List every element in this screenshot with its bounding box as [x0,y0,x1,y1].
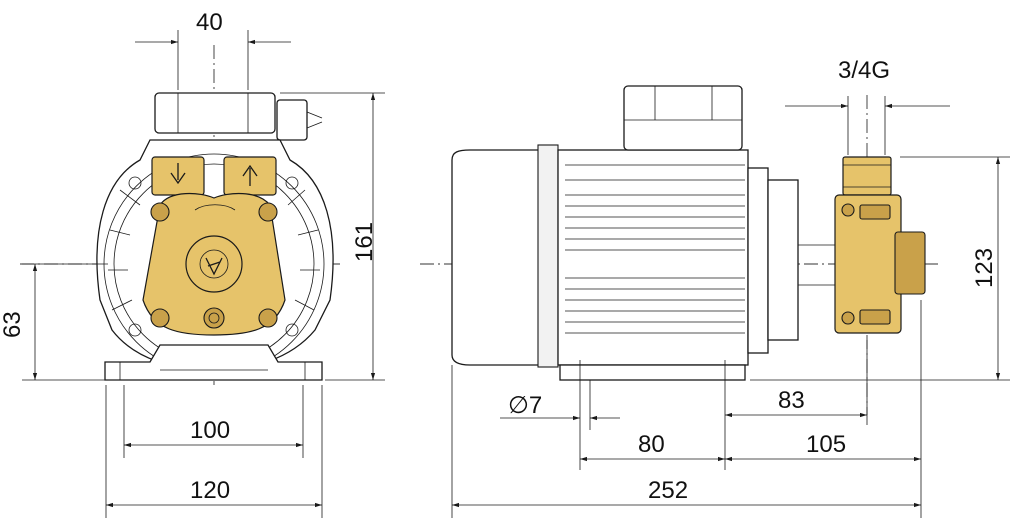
dim-feet-inner-label: 100 [190,417,230,444]
inlet-arrow-icon [170,163,186,185]
front-flange [747,167,769,354]
brand-logo-icon [205,257,223,276]
outlet-arrow-icon [242,164,258,186]
fan-cover [451,149,541,366]
side-inlet-port [894,231,926,295]
bolt-bottom-right [258,308,278,328]
dim-base-width-label: 120 [190,477,230,504]
dim-hole-label: ∅7 [508,392,542,419]
dim-outlet-height-label: 123 [971,248,998,288]
side-outlet-port [842,156,892,196]
side-base [559,364,746,381]
bolt-top-right [258,202,278,222]
dim-port-offset-label: 83 [778,387,805,414]
motor-body [557,149,749,366]
pump-adapter [767,179,799,341]
fan-cover-rim [537,144,559,368]
bolt-top-left [150,202,170,222]
dim-shaft-height-label: 63 [0,311,26,338]
dim-top-width-label: 40 [196,9,223,36]
bolt-bottom-left [150,308,170,328]
dim-feet-spacing-label: 80 [638,431,665,458]
dim-thread-label: 3/4G [838,57,890,84]
dim-total-length-label: 252 [648,477,688,504]
dim-pump-offset-label: 105 [806,431,846,458]
cooling-fins [565,164,745,334]
motor-base [104,344,323,381]
terminal-box [154,92,276,134]
drain-plug [203,307,225,329]
side-view: 3/4G 123 ∅7 83 80 105 252 [420,57,1010,518]
cable-gland [276,99,308,141]
side-terminal-box [623,85,743,151]
front-view: 40 161 63 100 120 [0,9,385,518]
dim-height-total-label: 161 [351,222,378,262]
